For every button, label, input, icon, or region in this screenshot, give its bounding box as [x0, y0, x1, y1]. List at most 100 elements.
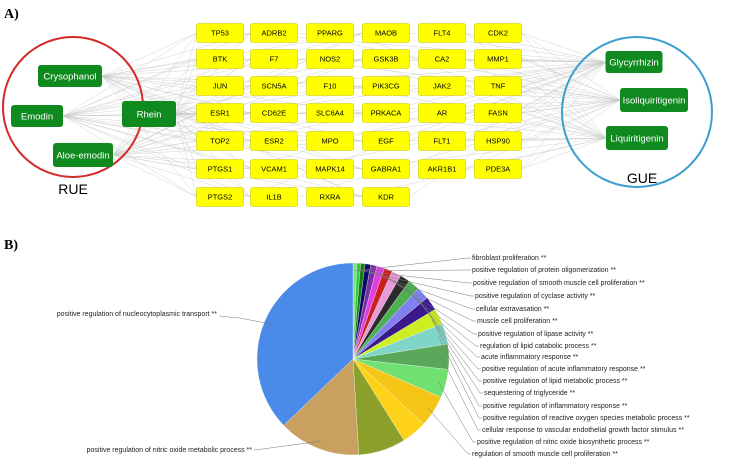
target-gene-node[interactable]: PTGS2 — [196, 187, 244, 207]
target-gene-node[interactable]: TOP2 — [196, 131, 244, 151]
target-gene-node[interactable]: SLC6A4 — [306, 103, 354, 123]
pie-leader-line — [378, 274, 476, 322]
target-gene-node[interactable]: FASN — [474, 103, 522, 123]
target-gene-label: ADRB2 — [261, 29, 286, 38]
pie-slice-label: muscle cell proliferation ** — [477, 318, 558, 325]
target-gene-label: VCAM1 — [261, 165, 287, 174]
compound-node[interactable]: Glycyrrhizin — [605, 51, 663, 73]
pie-leader-line — [408, 290, 481, 370]
target-gene-node[interactable]: ESR2 — [250, 131, 298, 151]
network-edge — [243, 32, 606, 63]
target-gene-label: AKR1B1 — [428, 165, 457, 174]
target-gene-node[interactable]: ESR1 — [196, 103, 244, 123]
pie-leader-line — [366, 271, 474, 297]
pie-slice-label: acute inflammatory response ** — [481, 354, 579, 361]
target-gene-node[interactable]: AR — [418, 103, 466, 123]
target-gene-node[interactable]: F10 — [306, 76, 354, 96]
compound-node[interactable]: Rhein — [122, 101, 176, 127]
target-gene-label: F10 — [324, 82, 337, 91]
target-gene-node[interactable]: MAOB — [362, 23, 410, 43]
target-gene-node[interactable]: IL1B — [250, 187, 298, 207]
network-edge — [175, 32, 197, 115]
target-gene-node[interactable]: AKR1B1 — [418, 159, 466, 179]
network-edge — [521, 32, 621, 101]
pie-leader-line — [354, 257, 471, 271]
target-gene-node[interactable]: GSK3B — [362, 49, 410, 69]
target-gene-node[interactable]: ADRB2 — [250, 23, 298, 43]
pie-slice-label: positive regulation of lipase activity *… — [478, 331, 593, 338]
compound-node[interactable]: Crysophanol — [38, 65, 102, 87]
compound-node[interactable]: Emodin — [11, 105, 63, 127]
network-edge — [175, 85, 197, 115]
network-edge — [62, 32, 197, 117]
compound-label: Aloe-emodin — [56, 150, 109, 161]
pie-slice-label: cellular response to vascular endothelia… — [482, 427, 684, 434]
compound-node[interactable]: Liquiritigenin — [606, 126, 668, 150]
target-gene-node[interactable]: FLT1 — [418, 131, 466, 151]
target-gene-node[interactable]: TP53 — [196, 23, 244, 43]
target-gene-node[interactable]: RXRA — [306, 187, 354, 207]
compound-label: Glycyrrhizin — [609, 57, 659, 68]
target-gene-label: CDK2 — [488, 29, 508, 38]
target-gene-label: FLT1 — [434, 137, 451, 146]
pie-slice[interactable] — [283, 358, 359, 456]
network-edge — [521, 32, 606, 63]
target-gene-node[interactable]: CA2 — [418, 49, 466, 69]
network-edge — [465, 32, 621, 101]
target-gene-node[interactable]: VCAM1 — [250, 159, 298, 179]
target-gene-node[interactable]: MPO — [306, 131, 354, 151]
compound-node[interactable]: Isoliquiritigenin — [620, 88, 688, 112]
pie-leader-line — [385, 276, 477, 335]
target-gene-node[interactable]: GABRA1 — [362, 159, 410, 179]
target-gene-node[interactable]: JUN — [196, 76, 244, 96]
target-gene-node[interactable]: PDE3A — [474, 159, 522, 179]
network-edge — [62, 115, 197, 170]
target-gene-node[interactable]: CD62E — [250, 103, 298, 123]
target-gene-node[interactable]: TNF — [474, 76, 522, 96]
pie-leader-line — [441, 356, 481, 431]
network-edge — [62, 115, 197, 198]
network-edge — [175, 32, 251, 115]
target-gene-node[interactable]: FLT4 — [418, 23, 466, 43]
network-edge — [521, 61, 606, 170]
target-gene-label: FASN — [488, 109, 508, 118]
target-gene-node[interactable]: MMP1 — [474, 49, 522, 69]
pie-slice-label: positive regulation of reactive oxygen s… — [483, 415, 690, 422]
pie-leader-line — [438, 381, 476, 443]
target-gene-label: MAPK14 — [315, 165, 345, 174]
target-gene-label: RXRA — [320, 193, 341, 202]
pie-leader-line — [431, 319, 482, 407]
network-edge — [243, 61, 606, 87]
target-gene-node[interactable]: JAK2 — [418, 76, 466, 96]
target-gene-label: GABRA1 — [371, 165, 401, 174]
network-edge — [112, 32, 197, 156]
target-gene-label: ESR1 — [210, 109, 230, 118]
target-gene-node[interactable]: HSP90 — [474, 131, 522, 151]
target-gene-node[interactable]: MAPK14 — [306, 159, 354, 179]
network-edge — [465, 61, 606, 142]
pie-slice-label: positive regulation of inflammatory resp… — [483, 403, 628, 410]
target-gene-node[interactable]: F7 — [250, 49, 298, 69]
target-gene-label: FLT4 — [434, 29, 451, 38]
target-gene-label: JAK2 — [433, 82, 451, 91]
target-gene-node[interactable]: CDK2 — [474, 23, 522, 43]
network-edge — [101, 75, 251, 170]
target-gene-node[interactable]: PRKACA — [362, 103, 410, 123]
target-gene-node[interactable]: KDR — [362, 187, 410, 207]
pie-leader-line — [218, 315, 272, 325]
target-gene-node[interactable]: SCN5A — [250, 76, 298, 96]
compound-node[interactable]: Aloe-emodin — [53, 143, 113, 167]
target-gene-label: MPO — [321, 137, 338, 146]
target-gene-node[interactable]: EGF — [362, 131, 410, 151]
target-gene-label: F7 — [270, 55, 279, 64]
network-edge — [521, 32, 607, 139]
target-gene-node[interactable]: NOS2 — [306, 49, 354, 69]
pie-leader-line — [392, 280, 479, 347]
target-gene-node[interactable]: PPARG — [306, 23, 354, 43]
target-gene-node[interactable]: PTGS1 — [196, 159, 244, 179]
target-gene-node[interactable]: PIK3CG — [362, 76, 410, 96]
target-gene-node[interactable]: BTK — [196, 49, 244, 69]
pie-slice[interactable] — [256, 262, 354, 426]
network-edge — [521, 58, 621, 101]
